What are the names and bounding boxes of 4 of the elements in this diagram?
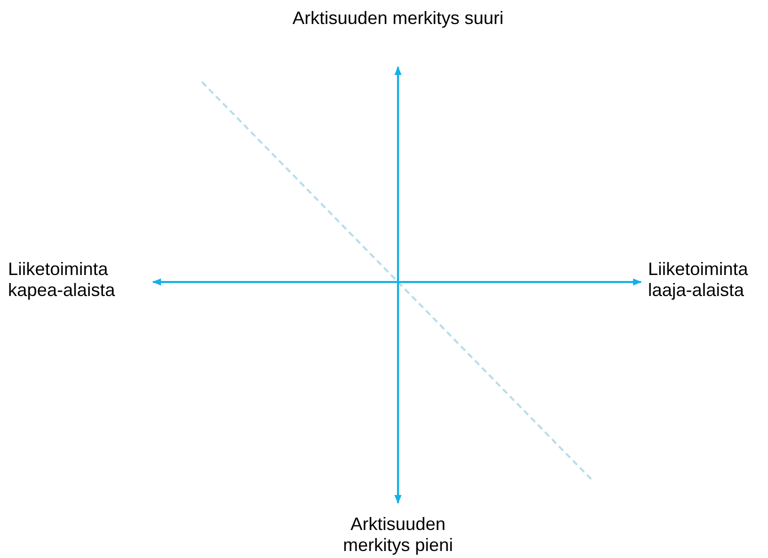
- axis-label: Arktisuuden merkitys pieni: [342, 514, 454, 556]
- axis-label: Arktisuuden merkitys suuri: [291, 8, 505, 29]
- axis-label: Liiketoiminta kapea-alaista: [8, 259, 116, 301]
- axis-label: Liiketoiminta laaja-alaista: [648, 259, 750, 301]
